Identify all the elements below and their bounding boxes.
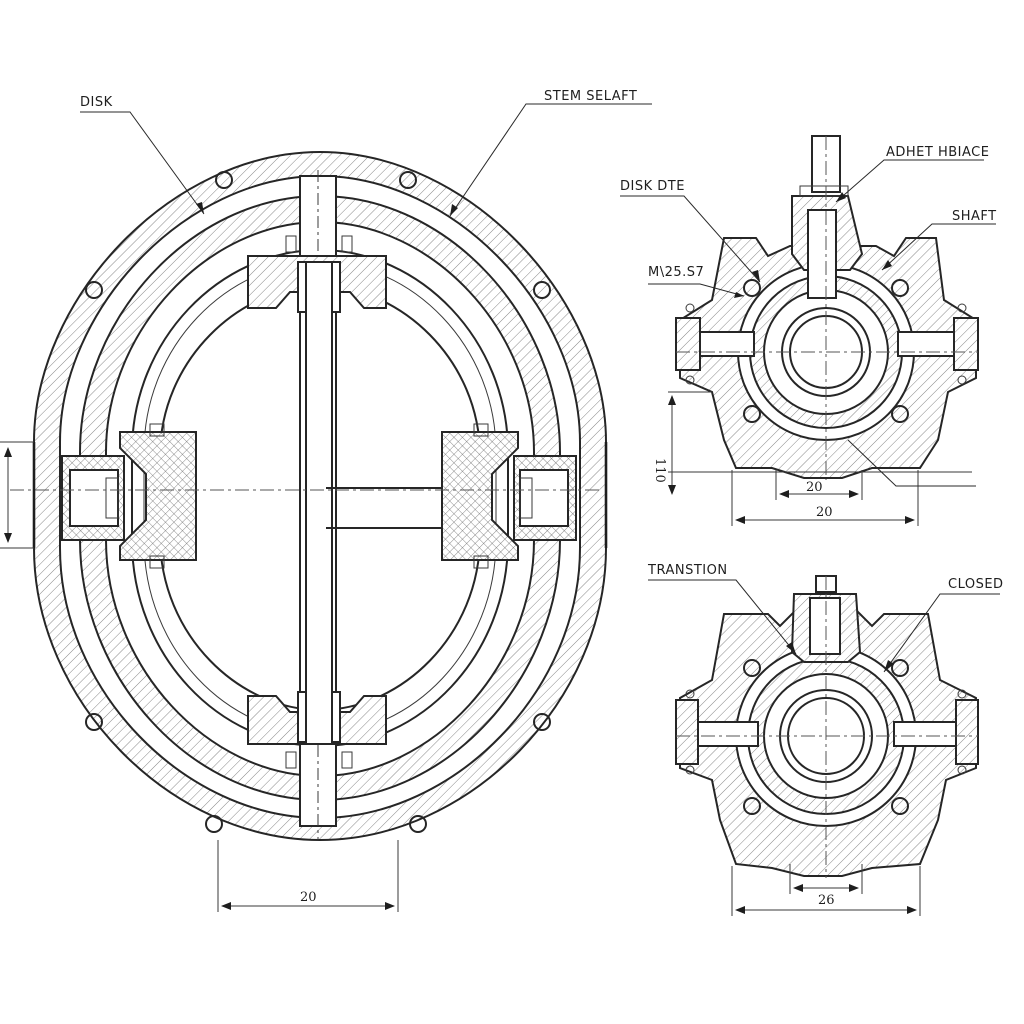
- top-outer-dimension: 20: [816, 505, 833, 520]
- label-disk: DISK: [80, 95, 113, 110]
- top-right-view: 110 20 20 DISK DTE ADHET HBIACE SHAFT M\…: [620, 135, 997, 526]
- label-stem-shaft: STEM SELAFT: [544, 89, 637, 104]
- left-trunnion: [119, 431, 197, 561]
- top-inner-dimension: 20: [806, 480, 823, 495]
- central-shaft: [305, 261, 333, 745]
- top-height-dimension: 110: [652, 458, 667, 483]
- label-transition: TRANSTION: [647, 563, 728, 578]
- label-disk-dte: DISK DTE: [620, 179, 685, 194]
- label-shaft: SHAFT: [952, 209, 997, 224]
- main-section-view: 20 DISK STEM SELAFT: [0, 89, 652, 912]
- bolt-holes: [85, 171, 551, 833]
- right-trunnion: [441, 431, 519, 561]
- label-closed: CLOSED: [948, 577, 1004, 592]
- bottom-width-dimension: 26: [818, 893, 835, 908]
- bottom-right-view: 26 TRANSTION CLOSED: [647, 563, 1004, 916]
- main-width-dimension: 20: [300, 890, 317, 905]
- label-adhet: ADHET HBIACE: [886, 145, 989, 160]
- label-m-size: M\25.S7: [648, 265, 704, 280]
